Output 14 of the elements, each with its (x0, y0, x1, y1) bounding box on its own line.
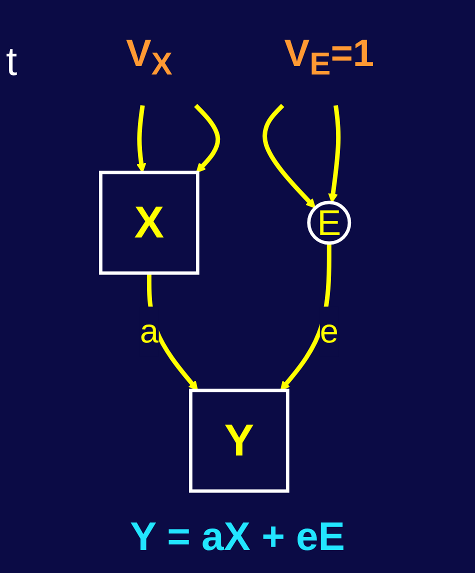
edge-label: e (320, 313, 338, 350)
arrow (280, 243, 332, 391)
node-box: X (99, 170, 200, 275)
arrow (136, 105, 146, 173)
text-label: t (6, 40, 18, 84)
edge-label: a (140, 313, 159, 350)
arrow (194, 104, 220, 173)
arrow (328, 105, 341, 204)
node-text: V$_{E}$=1 (284, 32, 374, 82)
node-box: Y (189, 388, 290, 493)
equation-caption: Y = aX + eE (129, 515, 346, 560)
node-text: V$_{X}$ (126, 32, 172, 82)
node-circle: E (307, 200, 352, 245)
arrow (262, 104, 316, 208)
